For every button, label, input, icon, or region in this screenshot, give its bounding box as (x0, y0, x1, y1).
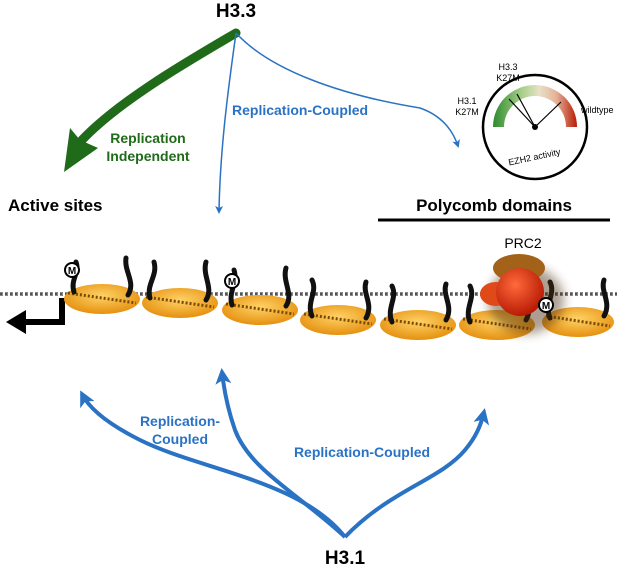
methyl-mark-3: M (538, 297, 554, 313)
gauge-label-h33-1: H3.3 (498, 62, 517, 72)
methyl-mark-1: M (64, 262, 80, 278)
gauge-label-wildtype: wildtype (580, 105, 614, 115)
label-h31-replication-coupled-1: Replication- (140, 413, 220, 429)
blue-arrow-h33-right (235, 32, 460, 148)
label-replication-independent-1: Replication (110, 130, 185, 146)
blue-arrow-h31-up (215, 368, 347, 539)
gauge-label-h33-2: K27M (496, 73, 520, 83)
label-replication-independent-2: Independent (106, 148, 190, 164)
tss-arrow-icon (22, 298, 65, 325)
methyl-mark-2: M (224, 273, 240, 289)
target-active-sites: Active sites (8, 196, 103, 215)
svg-text:M: M (68, 266, 76, 277)
gauge-label-h31-2: K27M (455, 107, 479, 117)
green-arrow-replication-independent (77, 28, 241, 145)
label-prc2: PRC2 (504, 235, 542, 251)
label-h33-replication-coupled: Replication-Coupled (232, 102, 368, 118)
source-h31: H3.1 (325, 548, 366, 569)
label-h31-right-replication-coupled: Replication-Coupled (294, 444, 430, 460)
nucleosome-5 (380, 310, 456, 340)
prc2-complex (480, 254, 564, 334)
ezh2-gauge: EZH2 activity (481, 73, 589, 181)
blue-arrow-h33-down (215, 32, 237, 214)
source-h33: H3.3 (216, 1, 256, 22)
svg-text:M: M (228, 277, 236, 288)
green-arrowhead-icon (64, 128, 98, 172)
blue-arrow-h31-right (343, 408, 490, 539)
nucleosome-2 (142, 288, 218, 318)
target-polycomb-domains: Polycomb domains (416, 196, 572, 215)
svg-text:M: M (542, 301, 550, 312)
label-h31-replication-coupled-2: Coupled (152, 431, 208, 447)
nucleosome-4 (300, 305, 376, 335)
gauge-label-h31-1: H3.1 (457, 96, 476, 106)
